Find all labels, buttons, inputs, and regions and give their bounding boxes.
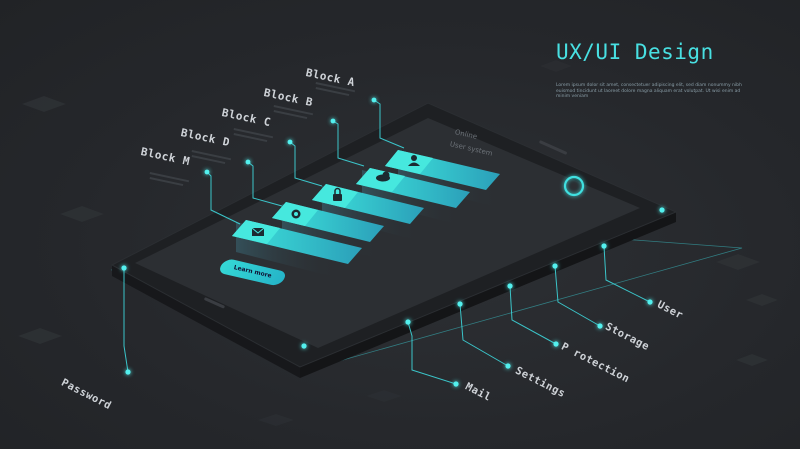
connector-block-m: [206, 171, 241, 225]
page-subtitle: Lorem ipsum dolor sit amet, consectetuer…: [556, 83, 742, 99]
background-tiles: [18, 60, 778, 426]
phone-side-right: [300, 212, 676, 378]
connector-block-d: [247, 161, 283, 207]
charging-port: [204, 297, 225, 309]
placeholder-text-lines: [149, 82, 356, 187]
connector-password: [123, 268, 129, 373]
connector-block-c: [289, 141, 323, 187]
page-title: UX/UI Design: [556, 40, 714, 64]
connector-dots: [121, 97, 665, 387]
connector-block-b: [332, 120, 365, 167]
connector-protection: [509, 285, 557, 345]
home-button: [563, 175, 585, 197]
connector-settings: [459, 303, 509, 367]
gear-icon: [291, 209, 301, 219]
lock-icon: [333, 187, 342, 201]
connector-mail: [407, 321, 457, 385]
connector-storage: [554, 265, 601, 327]
connector-block-a: [373, 99, 405, 149]
phone-screen: [135, 118, 640, 348]
mail-icon: [251, 227, 265, 236]
cloud-icon: [376, 171, 390, 182]
speaker-slot: [539, 140, 567, 155]
connector-user: [603, 245, 651, 303]
phone-side-left: [112, 265, 300, 378]
user-icon: [408, 155, 420, 166]
